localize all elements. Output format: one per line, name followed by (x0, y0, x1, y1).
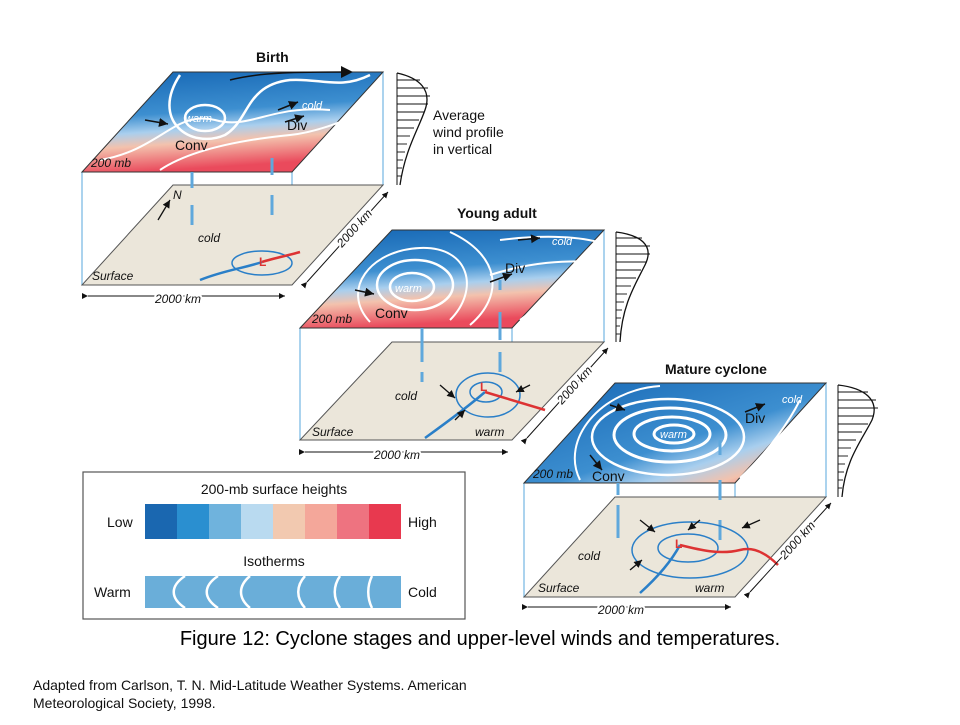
svg-text:L: L (675, 537, 682, 551)
warm-label: warm (185, 113, 212, 125)
stage-title: Birth (256, 49, 289, 65)
svg-text:L: L (259, 255, 266, 269)
wind-profile (615, 231, 650, 343)
height-swatch (241, 504, 273, 539)
cold-label: cold (552, 236, 573, 248)
surface-cold-label: cold (395, 389, 417, 403)
surface-warm-label: warm (695, 581, 724, 595)
height-swatch (177, 504, 209, 539)
north-label: N (173, 188, 182, 202)
cold-legend-label: Cold (408, 584, 437, 600)
profile-label-line1: Average (433, 107, 485, 123)
height-swatch (273, 504, 305, 539)
height-color-scale (145, 504, 401, 539)
conv-label: Conv (375, 305, 408, 321)
wind-profile (837, 384, 878, 498)
wind-profile (396, 72, 430, 186)
high-label: High (408, 514, 437, 530)
stage-title: Young adult (457, 205, 537, 221)
surface-cold-label: cold (198, 231, 220, 245)
height-swatch (305, 504, 337, 539)
level-label: 200 mb (311, 312, 352, 326)
source-credit: Adapted from Carlson, T. N. Mid-Latitude… (33, 676, 467, 712)
surface-label: Surface (92, 269, 134, 283)
conv-label: Conv (592, 468, 625, 484)
surface-warm-label: warm (475, 425, 504, 439)
level-label: 200 mb (532, 467, 573, 481)
width-label: 2000 km (154, 292, 201, 306)
stage-title: Mature cyclone (665, 361, 767, 377)
width-label: 2000 km (597, 603, 644, 617)
profile-label-line2: wind profile (432, 124, 504, 140)
figure-caption: Figure 12: Cyclone stages and upper-leve… (179, 628, 781, 650)
stage-birth: Birth warm cold Div Conv 200 mb N cold (80, 49, 504, 308)
surface-cold-label: cold (578, 549, 600, 563)
stage-mature-cyclone: Mature cyclone warm cold Div Conv 200 mb… (522, 361, 878, 619)
profile-label-line3: in vertical (433, 141, 492, 157)
div-label: Div (287, 117, 307, 133)
warm-legend-label: Warm (94, 584, 131, 600)
svg-text:L: L (480, 380, 487, 394)
height-swatch (145, 504, 177, 539)
credit-line: Meteorological Society, 1998. (33, 695, 216, 711)
legend: 200-mb surface heights Low High Isotherm… (82, 471, 466, 620)
warm-label: warm (395, 283, 422, 295)
heights-title: 200-mb surface heights (201, 481, 347, 497)
div-label: Div (505, 260, 525, 276)
isotherm-bar (145, 576, 401, 608)
surface-label: Surface (312, 425, 354, 439)
height-swatch (337, 504, 369, 539)
upper-plane-200mb (522, 382, 828, 484)
conv-label: Conv (175, 137, 208, 153)
surface-label: Surface (538, 581, 580, 595)
div-label: Div (745, 410, 765, 426)
credit-line: Adapted from Carlson, T. N. Mid-Latitude… (33, 677, 467, 693)
level-label: 200 mb (90, 156, 131, 170)
stage-young-adult: Young adult warm cold Div Conv 200 mb co… (298, 205, 650, 464)
cold-label: cold (782, 394, 803, 406)
isotherm-lines (172, 574, 374, 610)
width-label: 2000 km (373, 448, 420, 462)
low-label: Low (107, 514, 134, 530)
warm-label: warm (660, 429, 687, 441)
cold-label: cold (302, 100, 323, 112)
height-swatch (369, 504, 401, 539)
height-swatch (209, 504, 241, 539)
isotherms-title: Isotherms (243, 553, 304, 569)
